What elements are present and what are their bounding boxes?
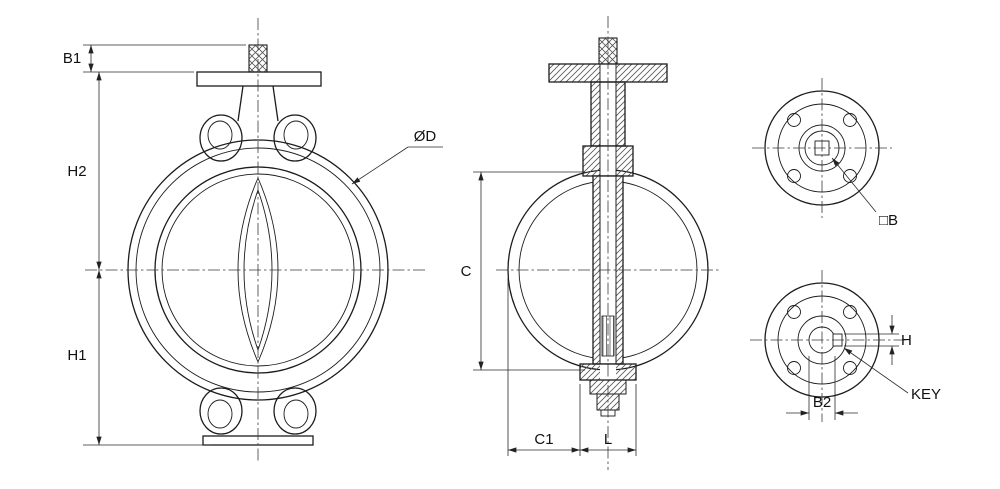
dim-label-square-b: □B	[879, 212, 898, 229]
leader-line-key	[843, 347, 909, 394]
dim-label-od: ØD	[414, 128, 437, 145]
dim-label-h: H	[901, 332, 912, 349]
bolt-hole	[787, 169, 801, 183]
dim-label-h2: H2	[67, 163, 86, 180]
dim-label-key: KEY	[911, 386, 941, 403]
dim-label-l: L	[604, 431, 612, 448]
top-lug-right-hole	[283, 120, 309, 150]
dim-label-c1: C1	[534, 431, 553, 448]
centerlines	[85, 16, 906, 470]
stem-key-section	[601, 315, 615, 357]
leader-line-square-b	[831, 157, 877, 213]
bolt-hole	[787, 305, 801, 319]
bolt-hole	[843, 169, 857, 183]
dim-label-c: C	[461, 263, 472, 280]
dim-label-h1: H1	[67, 347, 86, 364]
bolt-hole	[843, 361, 857, 375]
dimensions: B1 H2 H1 ØD C C1 L □B H	[63, 44, 941, 456]
dim-label-b2: B2	[813, 394, 831, 411]
neck-right-edge	[272, 85, 279, 122]
bolt-hole	[843, 305, 857, 319]
housing-wall-right	[615, 81, 626, 147]
bolt-hole	[843, 113, 857, 127]
housing-wall-left	[590, 81, 601, 147]
neck-left-edge	[237, 85, 244, 122]
bolt-hole	[787, 361, 801, 375]
top-lug-left	[199, 114, 243, 162]
bottom-lug-right-hole	[283, 399, 309, 429]
bottom-lug-right	[273, 387, 317, 435]
top-mounting-plate	[196, 71, 322, 87]
top-lug-right	[273, 114, 317, 162]
bottom-lug-left-hole	[207, 399, 233, 429]
leader-line-od	[351, 146, 409, 185]
bolt-hole	[787, 113, 801, 127]
top-lug-left-hole	[207, 120, 233, 150]
dim-label-b1: B1	[63, 50, 81, 67]
bottom-lug-left	[199, 387, 243, 435]
